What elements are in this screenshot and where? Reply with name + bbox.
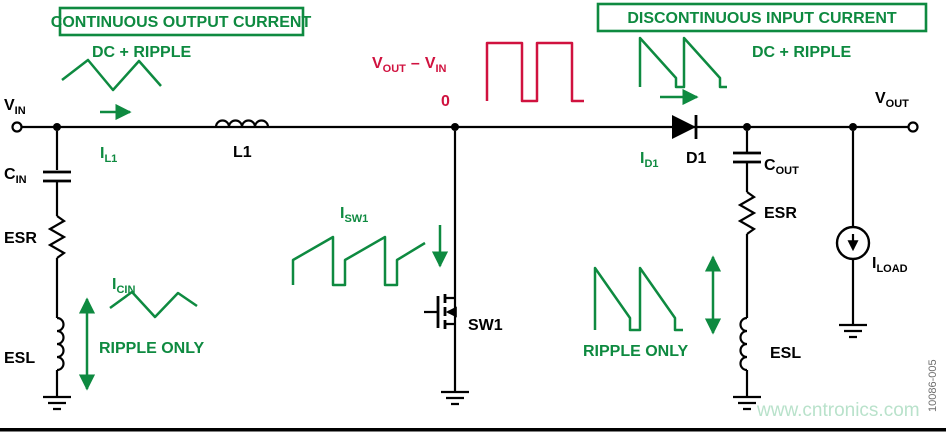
capacitor-cin xyxy=(43,170,71,183)
annotation-inductor-current: DC + RIPPLE IL1 xyxy=(61,44,191,165)
d1-triangle xyxy=(672,115,696,139)
banner-discontinuous-input-current: DISCONTINUOUS INPUT CURRENT xyxy=(596,2,928,33)
ripple-only-right-label: RIPPLE ONLY xyxy=(583,343,689,360)
ground-symbol-sw1 xyxy=(441,390,469,406)
esr-out-label: ESR xyxy=(764,205,797,222)
vin-label: VIN xyxy=(4,97,26,117)
esl-out-label: ESL xyxy=(770,345,801,362)
mosfet-leads xyxy=(424,296,455,326)
il1-label: IL1 xyxy=(100,145,117,165)
l1-coil xyxy=(214,119,270,128)
annotation-switch-voltage: VOUT–VIN 0 xyxy=(372,41,584,110)
vout-terminal-node xyxy=(907,121,919,133)
l1-label: L1 xyxy=(233,144,252,161)
resistor-esr-out xyxy=(737,191,757,235)
vin-terminal-node xyxy=(11,121,23,133)
annotation-icin-ripple: ICIN RIPPLE ONLY xyxy=(78,276,205,391)
id1-label: ID1 xyxy=(640,150,659,170)
junction-dot-switch xyxy=(451,123,459,131)
sw1-label: SW1 xyxy=(468,317,503,334)
waveform-isw1 xyxy=(291,235,426,287)
junction-dot-cout xyxy=(743,123,751,131)
annotation-isw1: ISW1 xyxy=(291,205,449,287)
isw1-label: ISW1 xyxy=(340,205,368,225)
waveform-il1-ripple xyxy=(61,58,162,92)
d1-label: D1 xyxy=(686,150,707,167)
waveform-icin-ripple xyxy=(109,290,198,319)
ripple-only-left-label: RIPPLE ONLY xyxy=(99,340,205,357)
junction-dot-iload xyxy=(849,123,857,131)
bottom-rule xyxy=(0,428,946,432)
capacitor-cout xyxy=(733,151,761,164)
annotation-output-ripple: RIPPLE ONLY xyxy=(583,255,722,360)
ground-symbol-iload xyxy=(839,323,867,339)
vout-label: VOUT xyxy=(875,90,909,110)
waveform-output-ripple xyxy=(593,266,683,332)
zero-label: 0 xyxy=(441,93,450,110)
banner-left-box xyxy=(58,6,305,37)
figure-code: 10086-005 xyxy=(927,359,939,412)
cin-label: CIN xyxy=(4,166,27,186)
input-capacitor-branch: CIN ESR ESL xyxy=(4,131,71,411)
cout-label: COUT xyxy=(764,157,799,177)
inductor-l1: L1 xyxy=(214,119,270,161)
ground-symbol-cout xyxy=(733,395,761,411)
vout-minus-vin-label: VOUT–VIN xyxy=(372,55,447,75)
banner-right-label: DISCONTINUOUS INPUT CURRENT xyxy=(627,10,897,27)
main-rail xyxy=(21,123,909,131)
iload-label: ILOAD xyxy=(872,255,908,275)
output-capacitor-branch: COUT ESR ESL xyxy=(733,131,801,411)
junction-dot-cin xyxy=(53,123,61,131)
switch-branch: SW1 xyxy=(424,131,503,406)
watermark: www.cntronics.com xyxy=(756,400,920,421)
annotation-diode-current: DC + RIPPLE xyxy=(638,36,851,89)
terminal-vin: VIN xyxy=(4,97,26,133)
banner-right-box xyxy=(596,2,928,33)
inductor-esl-out xyxy=(739,316,748,372)
esr-in-label: ESR xyxy=(4,230,37,247)
diode-d1: ID1 D1 xyxy=(640,88,707,170)
dc-ripple-left-label: DC + RIPPLE xyxy=(92,44,191,61)
ground-symbol-cin xyxy=(43,395,71,411)
inductor-esl-in xyxy=(56,316,65,372)
dc-ripple-right-label: DC + RIPPLE xyxy=(752,44,851,61)
load-branch: ILOAD xyxy=(835,131,908,339)
esl-in-label: ESL xyxy=(4,350,35,367)
waveform-switch-voltage xyxy=(485,41,584,103)
resistor-esr-in xyxy=(47,215,67,259)
waveform-id1 xyxy=(638,36,727,89)
banner-left-label: CONTINUOUS OUTPUT CURRENT xyxy=(51,14,312,31)
banner-continuous-output-current: CONTINUOUS OUTPUT CURRENT xyxy=(51,6,312,37)
terminal-vout: VOUT xyxy=(875,90,919,133)
